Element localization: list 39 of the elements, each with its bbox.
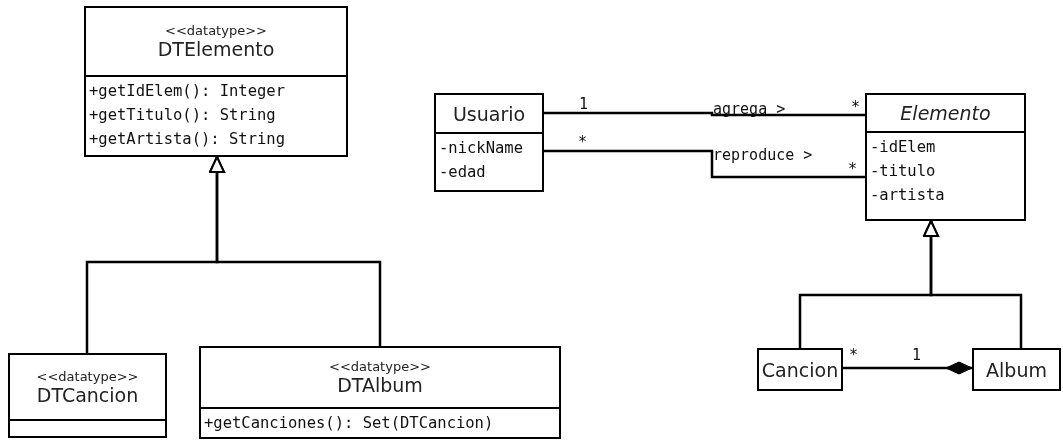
stereotype-label: <<datatype>> <box>36 368 139 384</box>
multiplicity-label: * <box>578 133 588 151</box>
attribute-text: -titulo <box>870 161 937 182</box>
operation-text: +getArtista(): String <box>89 129 286 150</box>
attribute-text: -artista <box>870 185 946 206</box>
class-box <box>434 93 544 192</box>
class-box <box>972 348 1061 391</box>
class-name: Cancion <box>761 358 839 381</box>
class-box <box>757 348 843 391</box>
generalization-arrow <box>209 156 382 346</box>
attribute-text: -idElem <box>870 137 937 158</box>
operation-text: +getCanciones(): Set(DTCancion) <box>204 413 495 434</box>
class-name: DTElemento <box>157 38 275 60</box>
stereotype-label: <<datatype>> <box>165 23 267 38</box>
class-box <box>865 93 1026 221</box>
composition-line <box>843 361 973 375</box>
association-line <box>544 111 865 117</box>
stereotype-label: <<datatype>> <box>329 359 431 374</box>
multiplicity-label: * <box>851 98 861 116</box>
multiplicity-label: * <box>849 346 859 364</box>
attribute-text: -nickName <box>439 138 524 159</box>
class-name: Elemento <box>900 102 991 124</box>
association-line <box>544 149 865 179</box>
edge-label: agrega > <box>713 100 786 118</box>
multiplicity-label: 1 <box>912 346 922 364</box>
operation-text: +getTitulo(): String <box>89 105 277 126</box>
attribute-text: -edad <box>439 162 487 183</box>
operation-text: +getIdElem(): Integer <box>89 81 286 102</box>
class-name: Album <box>986 358 1047 381</box>
generalization-arrow <box>923 220 1023 348</box>
class-name: DTCancion <box>36 383 139 406</box>
edge-label: reproduce > <box>713 146 813 164</box>
class-name: Usuario <box>452 102 526 125</box>
class-box <box>8 353 167 438</box>
class-box <box>199 346 561 439</box>
multiplicity-label: 1 <box>579 95 589 113</box>
class-box <box>84 6 348 157</box>
multiplicity-label: * <box>848 160 858 178</box>
class-name: DTAlbum <box>337 374 423 396</box>
